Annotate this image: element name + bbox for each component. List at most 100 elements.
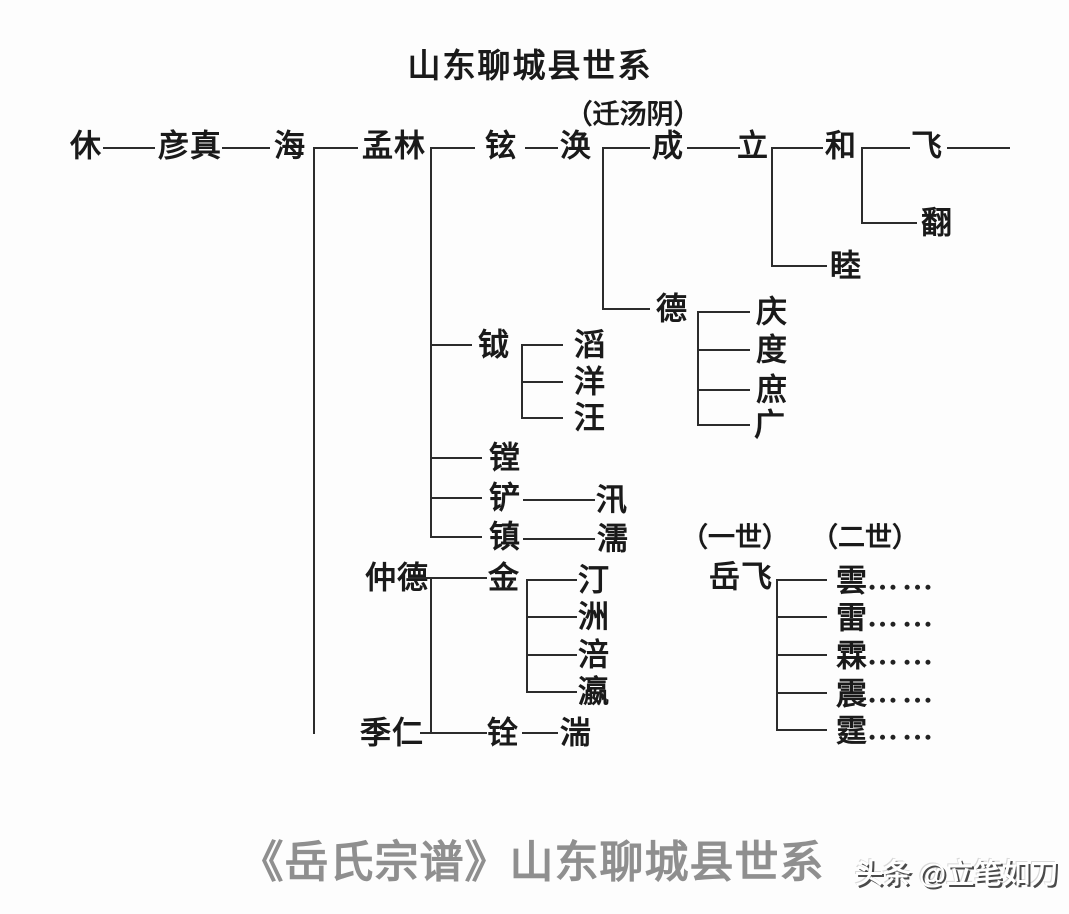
continuation-dots: …… xyxy=(867,711,937,747)
node-qing: 庆 xyxy=(756,294,788,330)
node-yanzhen: 彦真 xyxy=(158,128,222,164)
tree-edge xyxy=(431,147,475,149)
node-hai: 海 xyxy=(274,128,306,164)
tree-edge xyxy=(525,147,558,149)
node-lin-row: 霖…… xyxy=(836,639,937,672)
tree-edge xyxy=(698,389,750,391)
tree-edge xyxy=(408,577,487,579)
tree-edge xyxy=(527,654,577,656)
tree-edge xyxy=(431,344,472,346)
continuation-dots: …… xyxy=(867,636,937,672)
node-tao: 滔 xyxy=(574,327,606,363)
node-jin: 金 xyxy=(488,560,520,596)
node-zhen-quake: 震 xyxy=(836,676,867,712)
node-zhou: 洲 xyxy=(578,599,610,635)
node-he: 和 xyxy=(825,128,857,164)
footer-caption: 《岳氏宗谱》山东聊城县世系 xyxy=(239,838,825,887)
tree-edge xyxy=(526,579,528,693)
tree-edge xyxy=(772,265,827,267)
node-lin: 霖 xyxy=(836,638,867,674)
node-yuefei: 岳飞 xyxy=(709,559,773,595)
tree-edge xyxy=(527,616,577,618)
node-fu: 涪 xyxy=(578,637,610,673)
tree-edge xyxy=(698,424,750,426)
node-lei: 雷 xyxy=(836,600,867,636)
node-guang: 广 xyxy=(754,407,786,443)
node-li: 立 xyxy=(737,128,769,164)
tree-edge xyxy=(777,692,827,694)
node-menglin: 孟林 xyxy=(362,128,426,164)
tree-edge xyxy=(771,147,773,267)
tree-edge xyxy=(602,147,604,310)
node-xiu: 休 xyxy=(70,128,102,164)
node-tang-lance: 镗 xyxy=(489,440,521,476)
node-wang: 汪 xyxy=(574,400,606,436)
tree-edge xyxy=(697,311,699,426)
tree-edge xyxy=(313,147,315,734)
tree-edge xyxy=(522,344,563,346)
tree-edge xyxy=(103,147,155,149)
tree-edge xyxy=(431,536,482,538)
node-cheng: 成 xyxy=(652,128,684,164)
node-yun-row: 雲…… xyxy=(836,564,937,597)
tree-edge xyxy=(772,147,823,149)
continuation-dots: …… xyxy=(867,598,937,634)
tree-edge xyxy=(603,147,650,149)
tree-edge xyxy=(430,577,432,734)
tree-edge xyxy=(698,311,750,313)
tree-edge xyxy=(314,147,358,149)
node-zhen-quake-row: 震…… xyxy=(836,677,937,710)
generation-label-second: （二世） xyxy=(811,522,919,553)
tree-edge xyxy=(522,381,563,383)
node-ying: 瀛 xyxy=(578,674,610,710)
tree-edge xyxy=(431,457,482,459)
node-huan: 涣 xyxy=(560,128,592,164)
tree-edge xyxy=(776,579,778,731)
tree-edge xyxy=(687,147,740,149)
migration-note: （迁汤阴） xyxy=(565,99,701,130)
node-zhen-town: 镇 xyxy=(489,519,521,555)
node-mu: 睦 xyxy=(830,248,862,284)
tree-edge xyxy=(947,147,1010,149)
node-lei-row: 雷…… xyxy=(836,601,937,634)
tree-edge xyxy=(603,308,650,310)
node-shu: 庶 xyxy=(756,372,788,408)
tree-edge xyxy=(523,499,595,501)
tree-edge xyxy=(777,616,827,618)
tree-edge xyxy=(431,497,482,499)
node-ting-thunder-row: 霆…… xyxy=(836,714,937,747)
continuation-dots: …… xyxy=(867,674,937,710)
tree-edge xyxy=(430,147,432,538)
continuation-dots: …… xyxy=(867,561,937,597)
node-xuan: 铉 xyxy=(485,128,517,164)
tree-edge xyxy=(861,147,863,224)
generation-label-first: （一世） xyxy=(681,522,789,553)
node-chan: 铲 xyxy=(489,480,521,516)
node-jiren: 季仁 xyxy=(360,715,424,751)
node-yun: 雲 xyxy=(836,563,867,599)
tree-edge xyxy=(862,147,910,149)
tree-edge xyxy=(420,732,487,734)
tree-edge xyxy=(777,579,827,581)
node-fei: 飞 xyxy=(911,128,943,164)
node-yue-axe: 钺 xyxy=(478,327,510,363)
node-de: 德 xyxy=(656,291,688,327)
node-du: 度 xyxy=(756,332,788,368)
tree-edge xyxy=(698,349,750,351)
tree-edge xyxy=(523,538,595,540)
tree-edge xyxy=(522,732,558,734)
watermark: 头条 @立笔如刀 xyxy=(855,858,1059,889)
node-xun: 汛 xyxy=(596,482,628,518)
tree-edge xyxy=(527,579,577,581)
node-ting-water: 汀 xyxy=(578,562,610,598)
tree-edge xyxy=(777,729,827,731)
node-quan: 铨 xyxy=(487,715,519,751)
node-ru: 濡 xyxy=(597,521,629,557)
node-tuan: 湍 xyxy=(560,715,592,751)
tree-edge xyxy=(862,222,917,224)
node-yang: 洋 xyxy=(574,364,606,400)
node-ting-thunder: 霆 xyxy=(836,713,867,749)
tree-edge xyxy=(222,147,270,149)
tree-edge xyxy=(777,654,827,656)
